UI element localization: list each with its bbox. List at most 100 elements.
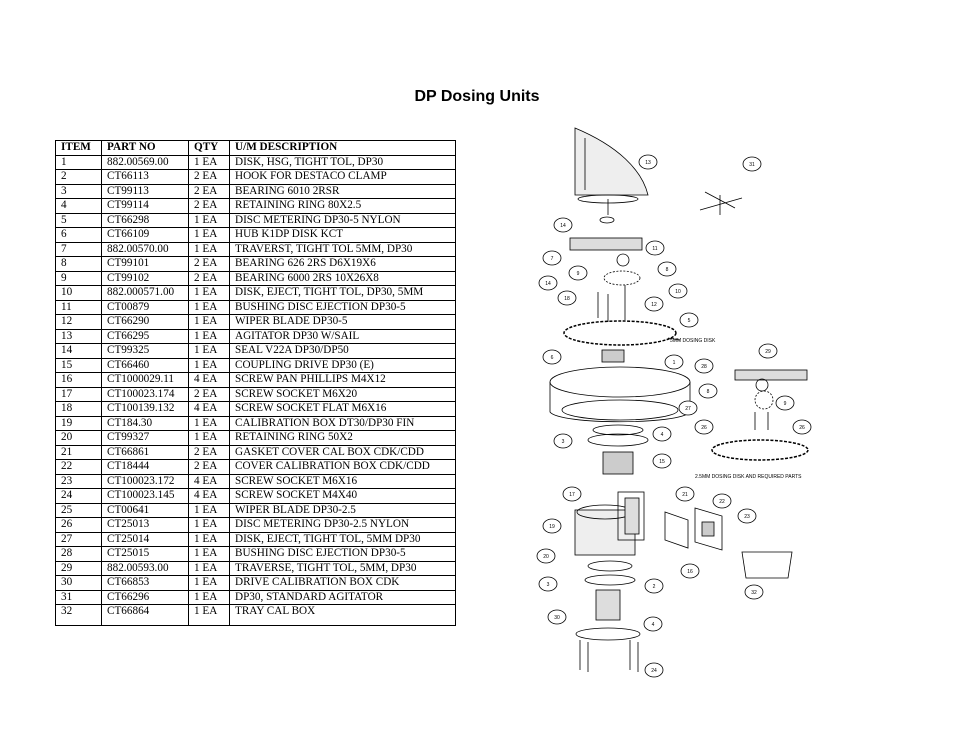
cell-description: WIPER BLADE DP30-2.5 (229, 502, 456, 518)
callout-number: 23 (744, 514, 750, 520)
cell-qty: 2 EA (188, 444, 230, 460)
callout-number: 32 (751, 590, 757, 596)
callout-circle (694, 358, 714, 374)
cell-description: RETAINING RING 80X2.5 (229, 198, 456, 214)
cell-description: TRAY CAL BOX (229, 604, 456, 626)
callout-number: 26 (799, 425, 805, 431)
callout-number: 4 (661, 432, 664, 438)
page-title: DP Dosing Units (414, 88, 540, 105)
cell-item: 21 (55, 444, 102, 460)
callout-number: 29 (765, 349, 771, 355)
cell-description: COUPLING DRIVE DP30 (E) (229, 357, 456, 373)
callout-circle (547, 609, 567, 625)
cell-description: DISC METERING DP30-2.5 NYLON (229, 517, 456, 533)
cell-part-no: CT99325 (101, 343, 189, 359)
cell-qty: 2 EA (188, 169, 230, 185)
cell-part-no: CT1000029.11 (101, 372, 189, 388)
cell-part-no: 882.000571.00 (101, 285, 189, 301)
cell-part-no: CT184.30 (101, 415, 189, 431)
cell-qty: 4 EA (188, 488, 230, 504)
cell-part-no: CT66298 (101, 212, 189, 228)
callout-number: 3 (547, 582, 550, 588)
cell-item: 25 (55, 502, 102, 518)
callout-circle (775, 395, 795, 411)
cell-part-no: CT99114 (101, 198, 189, 214)
cell-description: TRAVERSE, TIGHT TOL, 5MM, DP30 (229, 560, 456, 576)
cell-description: SCREW SOCKET FLAT M6X16 (229, 401, 456, 417)
cell-part-no: CT99102 (101, 270, 189, 286)
cell-part-no: CT25014 (101, 531, 189, 547)
callout-circle (644, 296, 664, 312)
cell-qty: 2 EA (188, 386, 230, 402)
callout-number: 26 (701, 425, 707, 431)
callout-number: 16 (687, 569, 693, 575)
callout-circle (638, 154, 658, 170)
cell-qty: 1 EA (188, 531, 230, 547)
cell-description: SCREW SOCKET M6X16 (229, 473, 456, 489)
cell-qty: 1 EA (188, 430, 230, 446)
cell-item: 12 (55, 314, 102, 330)
cell-item: 27 (55, 531, 102, 547)
cell-qty: 2 EA (188, 459, 230, 475)
cell-item: 7 (55, 241, 102, 257)
callout-circle (644, 662, 664, 678)
callout-number: 27 (685, 406, 691, 412)
cell-item: 2 (55, 169, 102, 185)
callout-number: 14 (545, 281, 551, 287)
callout-number: 7 (551, 256, 554, 262)
cell-item: 4 (55, 198, 102, 214)
cell-part-no: CT100023.172 (101, 473, 189, 489)
cell-item: 8 (55, 256, 102, 272)
cell-part-no: CT66861 (101, 444, 189, 460)
cell-qty: 1 EA (188, 154, 230, 170)
cell-description: WIPER BLADE DP30-5 (229, 314, 456, 330)
cell-item: 9 (55, 270, 102, 286)
cell-item: 22 (55, 459, 102, 475)
note-5mm-dosing-disk: 5MM DOSING DISK (670, 338, 716, 344)
cell-qty: 2 EA (188, 198, 230, 214)
cell-qty: 1 EA (188, 357, 230, 373)
callout-number: 20 (543, 554, 549, 560)
cell-description: DISC METERING DP30-5 NYLON (229, 212, 456, 228)
cell-part-no: CT00641 (101, 502, 189, 518)
cell-description: BEARING 626 2RS D6X19X6 (229, 256, 456, 272)
cell-qty: 1 EA (188, 502, 230, 518)
callout-circle (792, 419, 812, 435)
callout-circle (664, 354, 684, 370)
cell-qty: 2 EA (188, 256, 230, 272)
col-header-qty: QTY (188, 140, 230, 156)
callout-number: 9 (577, 271, 580, 277)
callout-number: 17 (569, 492, 575, 498)
cell-item: 1 (55, 154, 102, 170)
callout-number: 28 (701, 364, 707, 370)
callout-circle (553, 217, 573, 233)
cell-description: DISK, EJECT, TIGHT TOL, 5MM DP30 (229, 531, 456, 547)
cell-description: BEARING 6000 2RS 10X26X8 (229, 270, 456, 286)
cell-item: 5 (55, 212, 102, 228)
cell-part-no: CT100023.174 (101, 386, 189, 402)
cell-part-no: CT25013 (101, 517, 189, 533)
callout-circle (712, 493, 732, 509)
cell-item: 18 (55, 401, 102, 417)
table-header-row: ITEM PART NO QTY U/M DESCRIPTION (55, 140, 456, 156)
cell-qty: 1 EA (188, 589, 230, 605)
cell-item: 31 (55, 589, 102, 605)
cell-item: 23 (55, 473, 102, 489)
cell-description: TRAVERST, TIGHT TOL 5MM, DP30 (229, 241, 456, 257)
cell-qty: 2 EA (188, 270, 230, 286)
callout-number: 24 (651, 668, 657, 674)
callout-circle (536, 548, 556, 564)
